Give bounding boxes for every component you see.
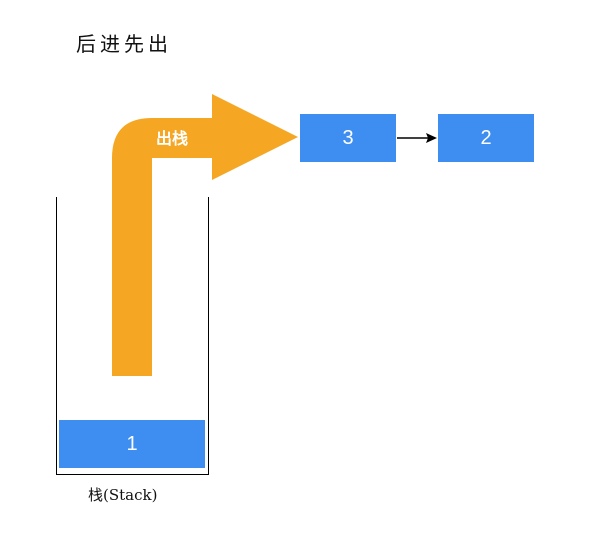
output-item-3: 3 bbox=[300, 114, 396, 162]
stack-item-1: 1 bbox=[59, 420, 205, 468]
stack-bottom-wall bbox=[56, 474, 209, 475]
diagram-title: 后进先出 bbox=[76, 32, 172, 56]
link-arrowhead bbox=[426, 133, 437, 143]
stack-left-wall bbox=[56, 197, 57, 475]
stack-label: 栈(Stack) bbox=[88, 486, 158, 504]
pop-arrow bbox=[112, 94, 298, 376]
pop-arrow-label: 出栈 bbox=[156, 129, 188, 148]
output-item-2: 2 bbox=[438, 114, 534, 162]
stack-right-wall bbox=[208, 197, 209, 475]
